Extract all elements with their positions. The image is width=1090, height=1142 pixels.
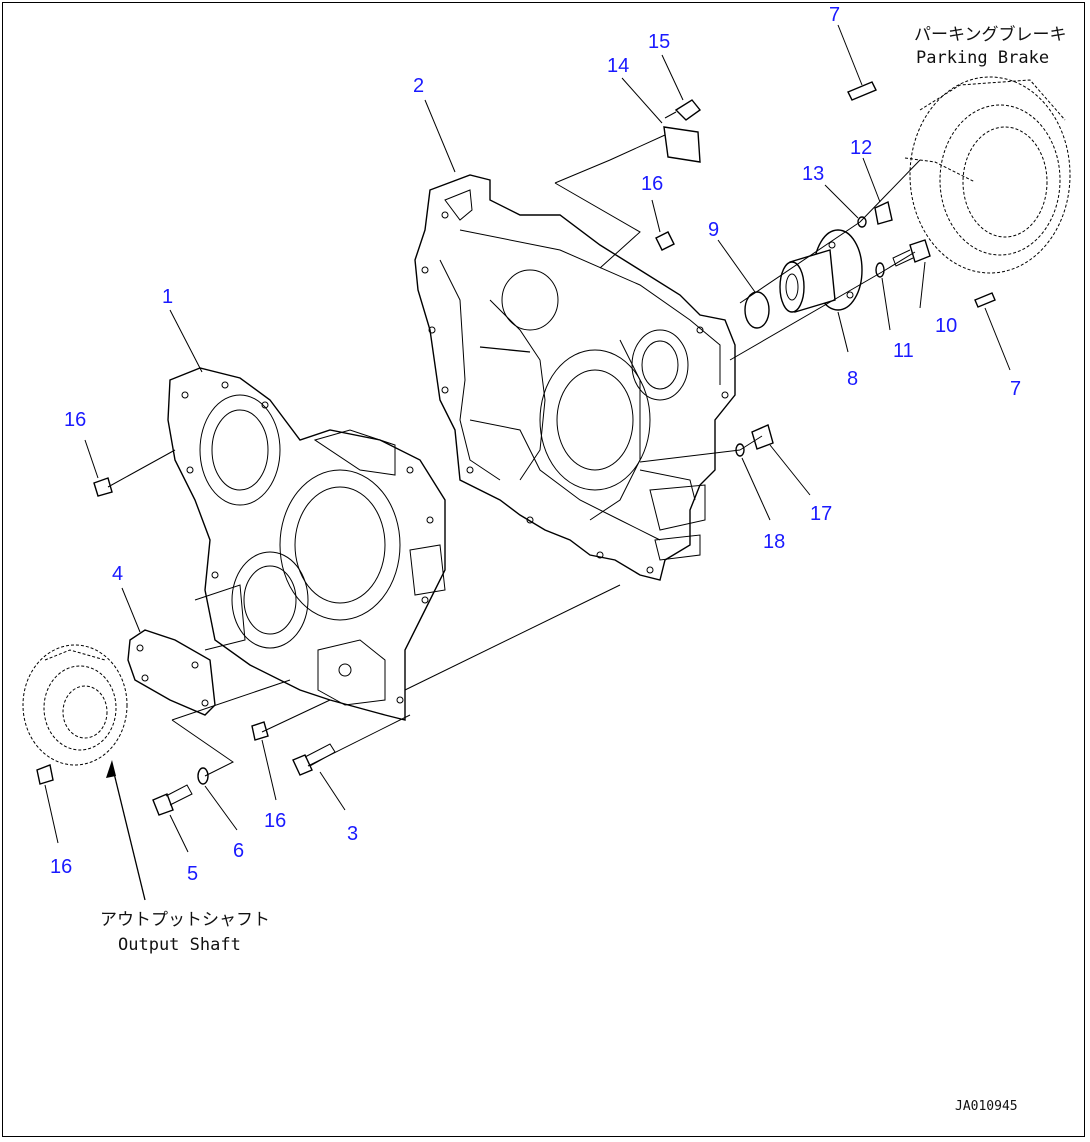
label-part-12: 12 bbox=[850, 137, 872, 159]
label-part-14: 14 bbox=[607, 55, 629, 77]
cover-plate-part-4 bbox=[127, 629, 216, 716]
output-shaft-caption-en: Output Shaft bbox=[118, 935, 241, 955]
plug-part-17 bbox=[751, 424, 774, 450]
washer-part-6 bbox=[197, 767, 209, 785]
captions: パーキングブレーキ Parking Brake アウトプットシャフト Outpu… bbox=[100, 24, 1067, 1114]
label-part-7-right: 7 bbox=[1010, 378, 1021, 400]
leader-lines bbox=[44, 24, 1011, 901]
plug-part-16-bottom bbox=[36, 764, 54, 785]
parking-brake-caption-en: Parking Brake bbox=[916, 48, 1049, 68]
dowel-pin-part-7-right bbox=[974, 292, 996, 308]
label-part-16-bottom: 16 bbox=[50, 856, 72, 878]
label-part-16-top: 16 bbox=[641, 173, 663, 195]
plug-part-16-top bbox=[655, 231, 675, 251]
label-part-9: 9 bbox=[708, 219, 719, 241]
label-part-10: 10 bbox=[935, 315, 957, 337]
label-part-3: 3 bbox=[347, 823, 358, 845]
parking-brake-phantom bbox=[909, 76, 1071, 274]
label-part-6: 6 bbox=[233, 840, 244, 862]
assembly-lines bbox=[107, 134, 921, 777]
main-case-part-2 bbox=[414, 174, 736, 581]
bolt-part-5 bbox=[152, 784, 193, 816]
label-part-16-lower: 16 bbox=[264, 810, 286, 832]
label-part-11: 11 bbox=[893, 340, 914, 362]
label-part-2: 2 bbox=[413, 75, 424, 97]
label-part-17: 17 bbox=[810, 503, 832, 525]
washer-part-11 bbox=[875, 262, 885, 278]
label-part-15: 15 bbox=[648, 31, 670, 53]
label-part-13: 13 bbox=[802, 163, 824, 185]
output-shaft-caption-jp: アウトプットシャフト bbox=[100, 910, 270, 930]
sleeve-part-8 bbox=[779, 229, 863, 313]
label-part-4: 4 bbox=[112, 563, 123, 585]
plug-part-12 bbox=[874, 201, 893, 225]
drawing-code: JA010945 bbox=[955, 1099, 1018, 1114]
plate-part-14 bbox=[663, 126, 701, 163]
label-part-18: 18 bbox=[763, 531, 785, 553]
label-part-1: 1 bbox=[162, 286, 173, 308]
parking-brake-caption-jp: パーキングブレーキ bbox=[914, 24, 1067, 45]
bolt-part-3 bbox=[292, 743, 336, 776]
part-number-labels: 1 2 3 4 5 6 7 7 8 9 10 11 12 13 14 15 16… bbox=[50, 4, 1021, 885]
output-shaft-phantom bbox=[22, 644, 128, 766]
o-ring-part-13 bbox=[857, 216, 867, 228]
label-part-8: 8 bbox=[847, 368, 858, 390]
dowel-pin-part-7-top bbox=[847, 81, 877, 101]
label-part-7-top: 7 bbox=[829, 4, 840, 26]
label-part-16-left: 16 bbox=[64, 409, 86, 431]
label-part-5: 5 bbox=[187, 863, 198, 885]
front-housing-part-1 bbox=[167, 367, 446, 721]
plug-part-16-lower bbox=[251, 721, 269, 741]
bolt-part-10 bbox=[892, 239, 931, 267]
plug-part-16-left bbox=[93, 477, 113, 497]
bolt-part-15 bbox=[664, 99, 702, 121]
